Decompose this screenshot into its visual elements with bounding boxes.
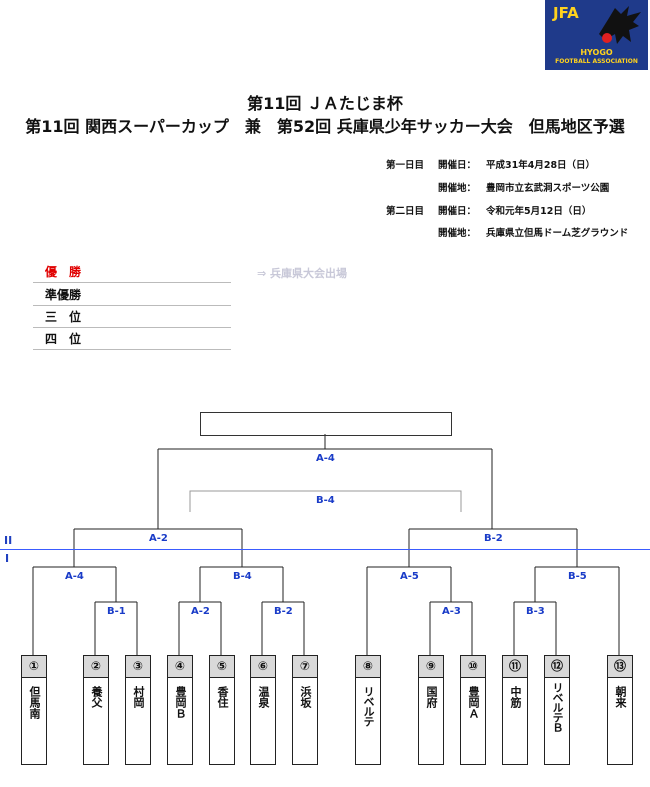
bracket-line: [408, 528, 578, 567]
match-label-first-round: A-2: [191, 606, 210, 617]
bracket-line: [366, 566, 452, 655]
result-row-runner-up: 準優勝: [33, 283, 231, 306]
schedule-label: 開催日：: [438, 160, 477, 171]
team-number: ③: [126, 656, 150, 678]
team-name: 村岡: [132, 686, 145, 708]
team-box: ⑩ 豊岡Ａ: [460, 655, 486, 765]
schedule-day-2: 第二日目: [386, 206, 425, 217]
bracket-line: [513, 601, 557, 655]
team-name: 国府: [425, 686, 438, 708]
team-name: 朝来: [614, 686, 627, 708]
result-row-winner: 優 勝: [33, 260, 231, 283]
result-row-fourth: 四 位: [33, 327, 231, 350]
team-number: ⑨: [419, 656, 443, 678]
result-label: 四 位: [45, 332, 82, 346]
schedule-label: 開催地：: [438, 228, 477, 239]
team-number: ⑥: [251, 656, 275, 678]
bracket-line: [32, 566, 117, 655]
result-label: 準優勝: [45, 288, 82, 302]
schedule-value: 兵庫県立但馬ドーム芝グラウンド: [486, 228, 629, 239]
crow-emblem-icon: [599, 6, 641, 44]
match-label-first-round: B-2: [274, 606, 293, 617]
third-place-line: [189, 490, 462, 512]
logo-abbr: JFA: [553, 4, 579, 22]
match-label-first-round: B-3: [526, 606, 545, 617]
team-number: ⑤: [210, 656, 234, 678]
team-number: ⑧: [356, 656, 380, 678]
team-number: ④: [168, 656, 192, 678]
team-number: ①: [22, 656, 46, 678]
jfa-hyogo-logo: JFA HYOGO FOOTBALL ASSOCIATION: [545, 0, 648, 70]
schedule-value: 平成31年4月28日（日）: [486, 160, 596, 171]
team-box: ⑧ リベルテ: [355, 655, 381, 765]
match-label-quarter: B-5: [568, 571, 587, 582]
team-name: 養父: [90, 686, 103, 708]
match-label-quarter: A-4: [65, 571, 84, 582]
team-box: ② 養父: [83, 655, 109, 765]
stage-label-lower: I: [5, 552, 10, 565]
team-box: ⑨ 国府: [418, 655, 444, 765]
team-number: ⑦: [293, 656, 317, 678]
team-name: 豊岡Ａ: [467, 686, 480, 719]
team-name: 香住: [216, 686, 229, 708]
schedule-label: 開催日：: [438, 206, 477, 217]
team-box: ⑬ 朝来: [607, 655, 633, 765]
team-number: ⑪: [503, 656, 527, 678]
logo-line1: HYOGO: [580, 48, 613, 57]
match-label-semi: A-2: [149, 533, 168, 544]
team-box: ⑦ 浜坂: [292, 655, 318, 765]
bracket-line: [429, 601, 473, 655]
stage-label-upper: II: [4, 534, 13, 547]
schedule-label: 開催地：: [438, 183, 477, 194]
result-label: 三 位: [45, 310, 82, 324]
team-name: 浜坂: [299, 686, 312, 708]
team-name: 中筋: [509, 686, 522, 708]
match-label-final: A-4: [316, 453, 335, 464]
team-box: ⑫ リベルテＢ: [544, 655, 570, 765]
team-name: 温泉: [257, 686, 270, 708]
schedule-day-1: 第一日目: [386, 160, 425, 171]
team-number: ⑫: [545, 656, 569, 678]
team-box: ① 但馬南: [21, 655, 47, 765]
team-name: リベルテＢ: [551, 682, 564, 732]
schedule-value: 豊岡市立玄武洞スポーツ公園: [486, 183, 610, 194]
logo-line2: FOOTBALL ASSOCIATION: [555, 58, 638, 65]
team-box: ③ 村岡: [125, 655, 151, 765]
team-name: 但馬南: [28, 686, 41, 719]
bracket-line: [534, 566, 620, 655]
team-number: ⑩: [461, 656, 485, 678]
bracket-line: [178, 601, 222, 655]
match-label-third-place: B-4: [316, 495, 335, 506]
winner-note: ⇒ 兵庫県大会出場: [257, 267, 348, 280]
page-title: 第11回 ＪＡたじま杯: [247, 94, 403, 113]
schedule-value: 令和元年5月12日（日）: [486, 206, 592, 217]
team-box: ⑪ 中筋: [502, 655, 528, 765]
team-name: リベルテ: [362, 686, 375, 726]
team-box: ⑥ 温泉: [250, 655, 276, 765]
champion-box: [200, 412, 452, 436]
result-row-third: 三 位: [33, 305, 231, 328]
team-number: ⑬: [608, 656, 632, 678]
bracket-line: [73, 528, 243, 567]
match-label-quarter: A-5: [400, 571, 419, 582]
match-label-first-round: B-1: [107, 606, 126, 617]
bracket-line: [199, 566, 284, 602]
result-label: 優 勝: [45, 265, 82, 279]
stage-divider: [0, 549, 650, 550]
match-label-first-round: A-3: [442, 606, 461, 617]
bracket-line: [261, 601, 305, 655]
bracket-line: [157, 434, 493, 529]
bracket-line: [94, 601, 138, 655]
match-label-quarter: B-4: [233, 571, 252, 582]
team-box: ④ 豊岡Ｂ: [167, 655, 193, 765]
team-name: 豊岡Ｂ: [174, 686, 187, 719]
team-box: ⑤ 香住: [209, 655, 235, 765]
match-label-semi: B-2: [484, 533, 503, 544]
page-subtitle: 第11回 関西スーパーカップ 兼 第52回 兵庫県少年サッカー大会 但馬地区予選: [25, 117, 625, 136]
team-number: ②: [84, 656, 108, 678]
